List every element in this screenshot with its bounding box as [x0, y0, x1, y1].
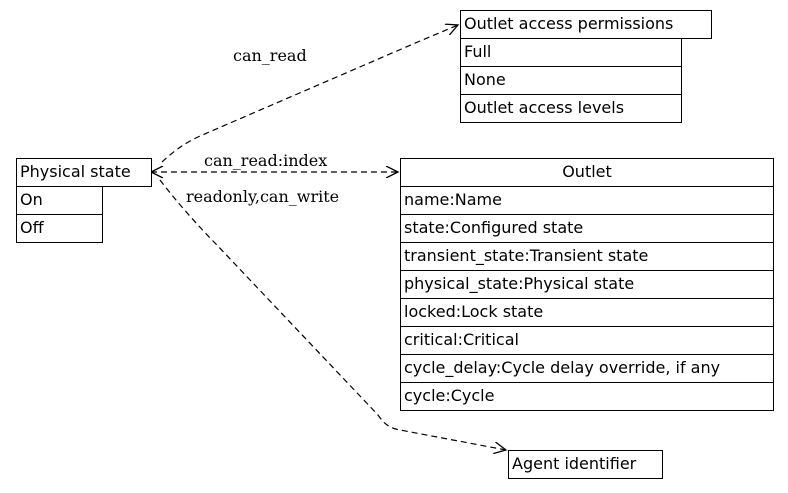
edge-label-can-read-index: can_read:index	[204, 151, 328, 170]
entity-title: Outlet	[400, 158, 774, 187]
entity-row: Full	[460, 38, 682, 67]
entity-row: On	[16, 186, 103, 215]
edge-to-agent	[159, 179, 506, 450]
entity-title: Physical state	[16, 158, 152, 187]
entity-title: Outlet access permissions	[460, 10, 712, 39]
entity-row: Off	[16, 214, 103, 243]
entity-row: locked:Lock state	[400, 298, 774, 327]
entity-row: cycle:Cycle	[400, 382, 774, 411]
edge-label-can-read: can_read	[233, 46, 307, 65]
edge-label-readonly-can-write: readonly,can_write	[186, 187, 340, 206]
edge-to-permissions	[161, 25, 458, 163]
entity-row: transient_state:Transient state	[400, 242, 774, 271]
entity-row: physical_state:Physical state	[400, 270, 774, 299]
entity-row: cycle_delay:Cycle delay override, if any	[400, 354, 774, 383]
entity-title: Agent identifier	[508, 450, 663, 479]
entity-row: None	[460, 66, 682, 95]
entity-row: Outlet access levels	[460, 94, 682, 123]
entity-row: critical:Critical	[400, 326, 774, 355]
entity-row: state:Configured state	[400, 214, 774, 243]
entity-row: name:Name	[400, 186, 774, 215]
